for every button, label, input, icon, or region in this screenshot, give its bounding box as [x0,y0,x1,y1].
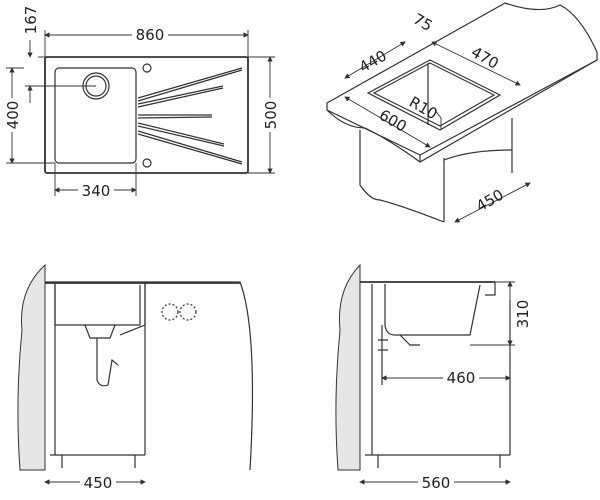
front-dim-450-label: 450 [84,474,113,492]
bowl-outline [54,67,137,164]
drainer-grooves [137,67,243,165]
dim-width-label: 860 [136,26,165,44]
dim-440-label: 440 [356,47,390,77]
dim-depth-label: 500 [262,101,280,130]
dim-radius-label: R10 [406,93,441,123]
dim-bowl-depth-label: 400 [4,101,22,130]
sink-outline [44,56,249,174]
top-view: 860 500 400 167 340 [4,6,280,200]
side-dim-460-label: 460 [447,369,476,387]
tap-hole [142,63,152,73]
isometric-view: 75 440 470 R10 600 450 [326,2,598,223]
dim-600-label: 600 [376,106,410,136]
dim-bowl-width-label: 340 [82,182,111,200]
side-dim-310-label: 310 [514,300,532,329]
dim-75-label: 75 [410,10,436,35]
dim-450-label: 450 [473,186,507,216]
dim-drain-offset-label: 167 [22,6,40,35]
side-view: 310 460 560 [335,263,532,492]
side-dim-560-label: 560 [422,474,451,492]
front-view: 450 [17,263,254,492]
tap-hole [142,158,152,168]
